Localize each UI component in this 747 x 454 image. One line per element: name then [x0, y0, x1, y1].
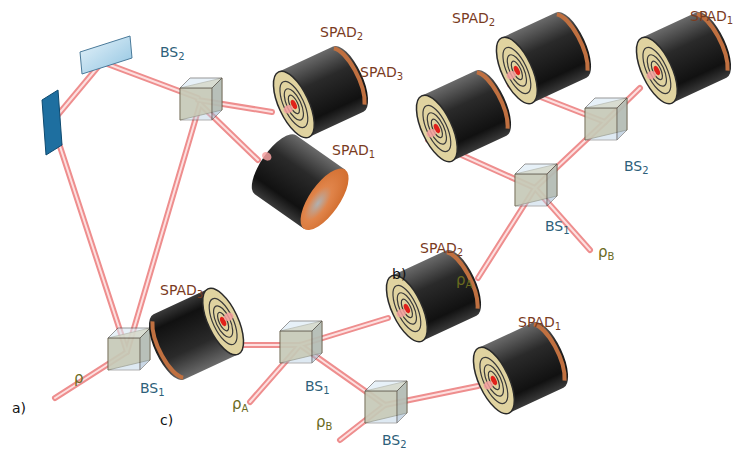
detector-label: SPAD1: [690, 8, 733, 25]
input-state-label: ρB: [316, 414, 332, 431]
beam-splitter: [585, 98, 627, 140]
beam-splitter: [108, 328, 150, 370]
beam-splitter-label: BS2: [624, 158, 649, 175]
spad-detector: [141, 283, 252, 386]
detector-label: SPAD2: [320, 24, 363, 41]
spad-detector: [265, 41, 376, 144]
beam-splitter-label: BS2: [160, 44, 185, 61]
input-state-label: ρA: [232, 396, 248, 413]
input-state-label: ρA: [456, 272, 472, 289]
detector-label: SPAD3: [160, 282, 203, 299]
input-state-label: ρ: [74, 370, 84, 387]
beam-splitter: [180, 78, 222, 120]
mirror: [80, 36, 132, 74]
detector-label: SPAD1: [518, 314, 561, 331]
detector-label: SPAD1: [332, 142, 375, 159]
beam-splitter: [365, 381, 407, 423]
input-state-label: ρB: [598, 244, 614, 261]
spad-detector: [378, 245, 489, 348]
beam-splitter-label: BS1: [305, 378, 330, 395]
spad-detector: [465, 317, 576, 420]
detector-label: SPAD2: [452, 10, 495, 27]
beam-splitter-label: BS2: [382, 432, 407, 449]
mirror: [42, 90, 62, 155]
beam-splitter: [280, 321, 322, 363]
panel-letter: c): [160, 412, 173, 429]
spad-detector: [488, 7, 599, 110]
spad-detector: [408, 65, 519, 168]
detector-label: SPAD2: [420, 240, 463, 257]
beam-splitter-label: BS1: [545, 218, 570, 235]
panel-letter: a): [12, 400, 26, 417]
spad-detector: [628, 7, 739, 110]
beam-splitter: [515, 164, 557, 206]
detector-label: SPAD3: [360, 64, 403, 81]
panel-letter: b): [392, 266, 406, 283]
beam-splitter-label: BS1: [140, 380, 165, 397]
